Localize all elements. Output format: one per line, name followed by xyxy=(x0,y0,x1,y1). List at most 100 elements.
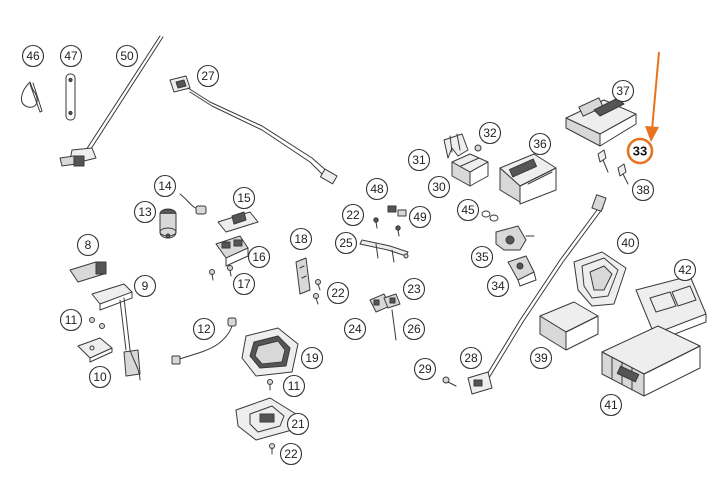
callout-11-left: 11 xyxy=(59,308,83,332)
svg-text:45: 45 xyxy=(461,203,475,217)
svg-text:29: 29 xyxy=(418,362,432,376)
callout-38: 38 xyxy=(631,178,655,202)
svg-text:22: 22 xyxy=(284,447,298,461)
connector-group-part xyxy=(369,293,401,341)
svg-text:33: 33 xyxy=(633,144,647,159)
svg-text:17: 17 xyxy=(237,277,251,291)
svg-text:50: 50 xyxy=(120,49,134,63)
svg-text:34: 34 xyxy=(491,279,505,293)
clip-set-part xyxy=(373,205,407,237)
callout-28: 28 xyxy=(459,346,483,370)
svg-text:22: 22 xyxy=(331,286,345,300)
callout-41: 41 xyxy=(599,393,623,417)
strap-part xyxy=(65,73,76,121)
svg-text:16: 16 xyxy=(252,250,266,264)
svg-text:14: 14 xyxy=(158,179,172,193)
svg-text:36: 36 xyxy=(533,137,547,151)
svg-text:25: 25 xyxy=(339,236,353,250)
callout-35: 35 xyxy=(470,245,494,269)
callout-8: 8 xyxy=(76,233,100,257)
callout-36: 36 xyxy=(528,132,552,156)
callout-19: 19 xyxy=(300,346,324,370)
callout-40: 40 xyxy=(616,231,640,255)
callout-11-mid: 11 xyxy=(282,374,306,398)
sensor-bracket-part xyxy=(91,283,141,381)
large-module-part xyxy=(601,325,701,397)
callout-50: 50 xyxy=(115,44,139,68)
svg-text:11: 11 xyxy=(288,379,301,393)
screw-cluster-part xyxy=(267,379,273,391)
callout-45: 45 xyxy=(456,198,480,222)
bracket-strip-part xyxy=(359,239,409,263)
actuator-part xyxy=(495,225,535,251)
svg-text:48: 48 xyxy=(370,182,384,196)
screw-part xyxy=(442,376,457,387)
cable-harness-part xyxy=(169,75,338,185)
bracket-clip-part xyxy=(443,133,469,159)
switch-assembly-part xyxy=(215,235,249,267)
svg-text:11: 11 xyxy=(65,313,78,327)
callout-23: 23 xyxy=(402,277,426,301)
callout-17: 17 xyxy=(232,272,256,296)
svg-text:23: 23 xyxy=(407,282,421,296)
callout-39: 39 xyxy=(529,346,553,370)
svg-text:41: 41 xyxy=(604,398,618,412)
callout-24: 24 xyxy=(343,317,367,341)
bracket-plate-part xyxy=(77,337,113,363)
small-module-part xyxy=(295,257,311,295)
sensor-lead-part xyxy=(179,193,207,215)
callout-33-highlighted: 33 xyxy=(626,137,654,165)
callout-26: 26 xyxy=(402,317,426,341)
svg-text:31: 31 xyxy=(412,153,426,167)
svg-text:15: 15 xyxy=(237,191,251,205)
highlight-arrow xyxy=(645,51,660,142)
connector-part xyxy=(69,261,107,283)
screws-mid-part xyxy=(313,279,321,305)
callout-22-bottom: 22 xyxy=(279,442,303,466)
antenna-rod-part xyxy=(59,35,164,167)
callout-46: 46 xyxy=(21,44,45,68)
svg-text:27: 27 xyxy=(201,69,215,83)
callout-49: 49 xyxy=(408,205,432,229)
ignition-lock-part xyxy=(159,208,177,239)
svg-text:22: 22 xyxy=(346,208,360,222)
callout-27: 27 xyxy=(196,64,220,88)
callout-48: 48 xyxy=(365,177,389,201)
callout-22-upper: 22 xyxy=(341,203,365,227)
callout-42: 42 xyxy=(673,258,697,282)
callout-34: 34 xyxy=(486,274,510,298)
callout-16: 16 xyxy=(247,245,271,269)
cable-tie-part xyxy=(21,81,43,113)
svg-text:49: 49 xyxy=(413,210,427,224)
callout-25: 25 xyxy=(334,231,358,255)
svg-text:37: 37 xyxy=(616,84,630,98)
svg-text:21: 21 xyxy=(291,417,305,431)
svg-text:40: 40 xyxy=(621,236,635,250)
svg-text:42: 42 xyxy=(678,263,692,277)
callout-32: 32 xyxy=(478,121,502,145)
callout-13: 13 xyxy=(133,200,157,224)
svg-text:10: 10 xyxy=(93,370,107,384)
seat-pad-part xyxy=(573,251,627,307)
svg-text:46: 46 xyxy=(26,49,40,63)
fuse-box-part xyxy=(499,153,557,205)
callout-47: 47 xyxy=(59,44,83,68)
svg-text:32: 32 xyxy=(483,126,497,140)
control-box-part xyxy=(539,301,599,351)
callout-30: 30 xyxy=(427,175,451,199)
instrument-cluster-part xyxy=(241,327,299,377)
callout-21: 21 xyxy=(286,412,310,436)
callout-29: 29 xyxy=(413,357,437,381)
svg-text:13: 13 xyxy=(138,205,152,219)
svg-text:39: 39 xyxy=(534,351,548,365)
callout-9: 9 xyxy=(133,274,157,298)
svg-text:26: 26 xyxy=(407,322,421,336)
svg-text:19: 19 xyxy=(305,351,319,365)
svg-text:8: 8 xyxy=(85,238,92,252)
long-cable-part xyxy=(467,194,607,395)
control-module-part xyxy=(565,97,637,147)
mounting-bracket-part xyxy=(217,211,259,233)
screw-bottom-part xyxy=(269,443,275,455)
svg-text:47: 47 xyxy=(64,49,78,63)
